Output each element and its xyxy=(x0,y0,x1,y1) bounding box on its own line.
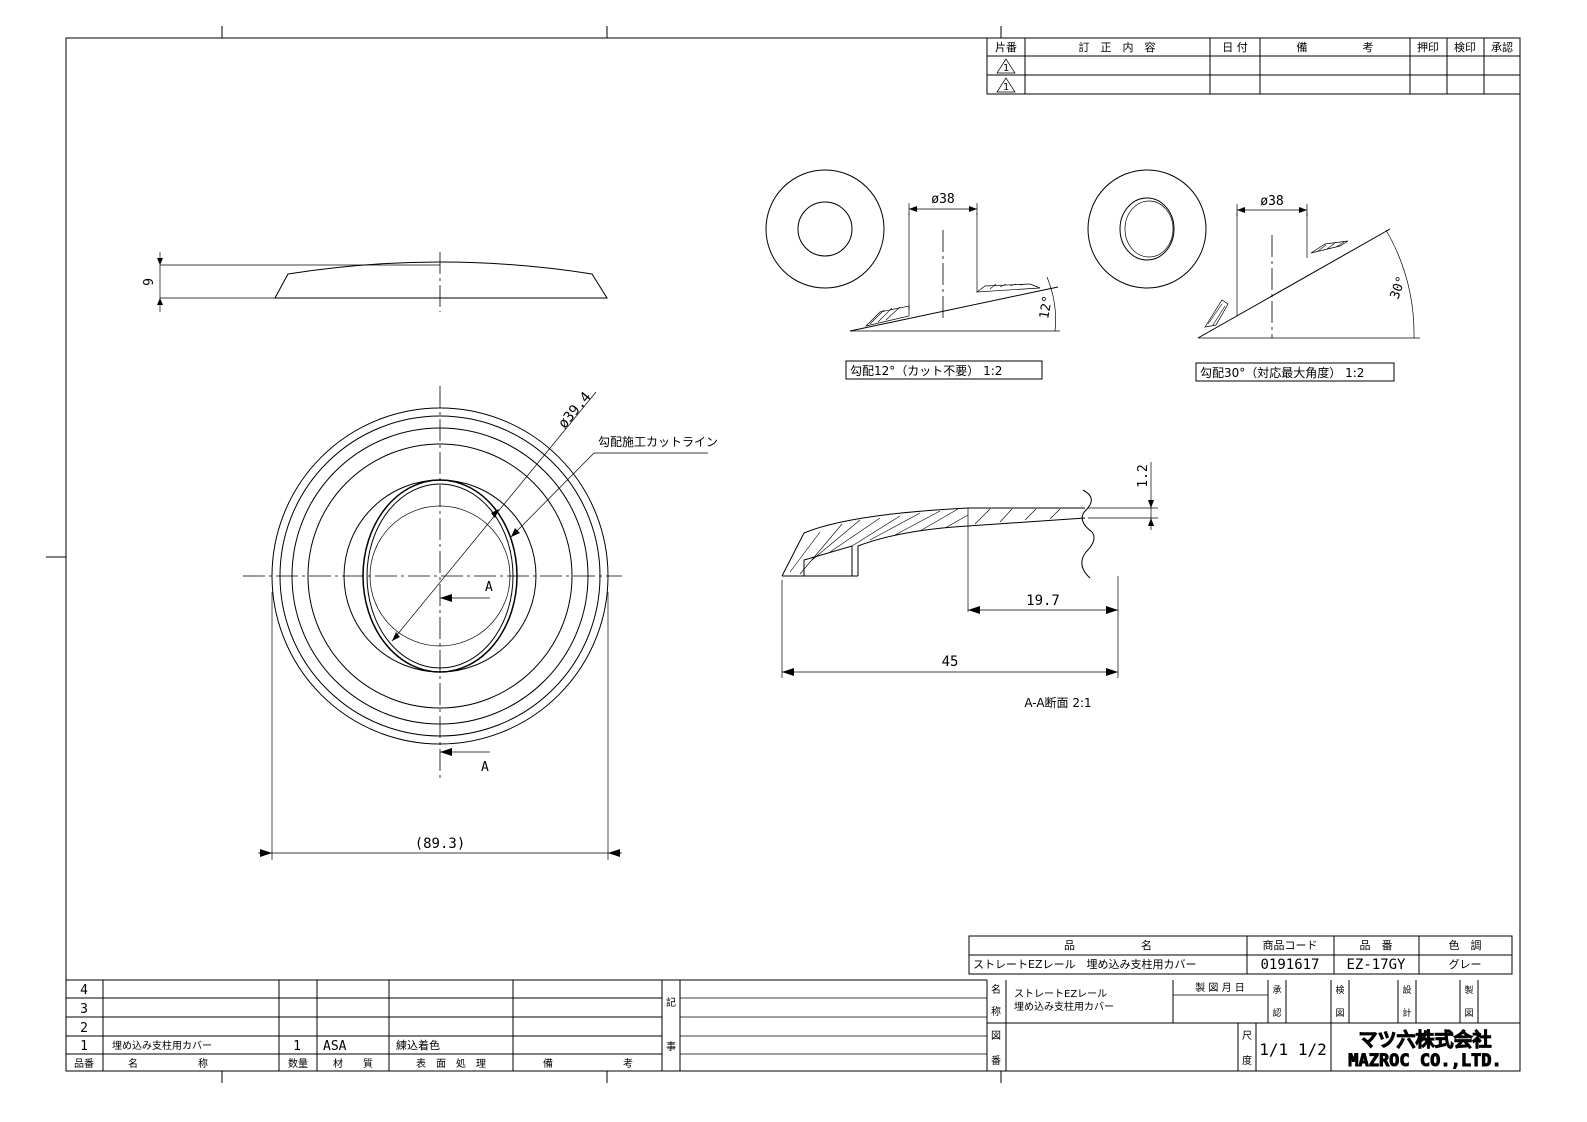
side-view: 9 xyxy=(142,252,607,312)
parts-header-name: 名 称 xyxy=(128,1057,208,1070)
section-caption: A-A断面 2:1 xyxy=(1024,695,1091,710)
slope-12-view: ø38 12° 勾配12°（カット不要） 1:2 xyxy=(766,170,1060,379)
row-number-2: 2 xyxy=(80,1021,88,1036)
product-title-block: 品 名 商品コード 品 番 色 調 ストレートEZレール 埋め込み支柱用カバー … xyxy=(969,936,1512,974)
info-label-zu: 図 xyxy=(991,1030,1001,1042)
revision-triangle-icon xyxy=(997,78,1015,92)
title-header-code: 商品コード xyxy=(1263,938,1318,952)
company-name-en: MAZROC CO.,LTD. xyxy=(1348,1051,1502,1071)
section-mark-top: A xyxy=(485,580,493,595)
slope12-angle: 12° xyxy=(1037,295,1056,321)
parts-header-qty: 数量 xyxy=(288,1057,308,1070)
notes-label-ki: 記 xyxy=(666,996,676,1009)
design-label-2: 計 xyxy=(1402,1007,1411,1019)
revision-triangle-icon xyxy=(997,59,1015,73)
section-mark-bottom: A xyxy=(481,760,489,775)
part-1-qty: 1 xyxy=(293,1039,301,1054)
parts-header-finish: 表 面 処 理 xyxy=(416,1057,486,1070)
part-1-name: 埋め込み支柱用カバー xyxy=(112,1039,212,1052)
side-height-dim: 9 xyxy=(142,278,157,286)
scale-value: 1/1 1/2 xyxy=(1259,1040,1326,1059)
check-label-2: 図 xyxy=(1335,1008,1344,1019)
product-color: グレー xyxy=(1449,957,1482,971)
slope12-caption: 勾配12°（カット不要） 1:2 xyxy=(850,364,1002,378)
slope30-angle: 30° xyxy=(1388,274,1410,301)
parts-header-no: 品番 xyxy=(74,1058,94,1070)
row-number-4: 4 xyxy=(80,983,88,998)
title-header-part: 品 番 xyxy=(1360,939,1393,952)
slope30-pipe-dia: ø38 xyxy=(1260,194,1283,209)
section-inner-dim: 19.7 xyxy=(1026,593,1060,609)
parts-list: 4 3 2 1 埋め込み支柱用カバー 1 ASA 練込着色 品番 名 称 数量 … xyxy=(66,980,987,1071)
company-name-jp: マツ六株式会社 xyxy=(1358,1028,1491,1051)
check-label-1: 検 xyxy=(1335,984,1344,996)
section-thickness-dim: 1.2 xyxy=(1136,464,1151,487)
product-code: 0191617 xyxy=(1260,957,1319,973)
outer-diameter-dim: ø39.4 xyxy=(555,389,594,432)
revision-table: 片番 訂 正 内 容 日 付 備 考 押印 検印 承認 1 1 xyxy=(987,38,1520,94)
rev-header-check: 検印 xyxy=(1454,40,1476,54)
parts-header-material: 材 質 xyxy=(333,1057,373,1070)
revision-mark-1: 1 xyxy=(1003,63,1009,74)
row-number-1: 1 xyxy=(80,1039,88,1054)
drawing-name-line1: ストレートEZレール xyxy=(1014,989,1107,1000)
rev-header-approve: 承認 xyxy=(1491,40,1513,54)
title-header-color: 色 調 xyxy=(1449,938,1482,952)
approve-label-1: 承 xyxy=(1272,985,1281,996)
front-view: ø39.4 勾配施工カットライン A A (89.3) xyxy=(243,386,718,860)
section-outer-dim: 45 xyxy=(942,654,959,670)
drawing-info-block: 名 称 ストレートEZレール 埋め込み支柱用カバー 製 図 月 日 承 認 検 … xyxy=(987,980,1520,1072)
draft-label-2: 図 xyxy=(1464,1008,1473,1019)
product-name: ストレートEZレール 埋め込み支柱用カバー xyxy=(973,957,1197,971)
info-label-sho: 称 xyxy=(991,1005,1001,1018)
slope12-pipe-dia: ø38 xyxy=(931,192,954,207)
cut-line-note: 勾配施工カットライン xyxy=(598,435,718,449)
rev-header-remarks: 備 考 xyxy=(1297,41,1374,54)
slope-30-view: ø38 30° 勾配30°（対応最大角度） 1:2 xyxy=(1088,170,1420,381)
revision-mark-2: 1 xyxy=(1003,82,1009,93)
approve-label-2: 認 xyxy=(1272,1007,1281,1019)
row-number-3: 3 xyxy=(80,1002,88,1017)
part-number: EZ-17GY xyxy=(1346,957,1406,973)
info-label-mei: 名 xyxy=(991,983,1001,996)
draft-label-1: 製 xyxy=(1464,984,1473,996)
slope30-caption: 勾配30°（対応最大角度） 1:2 xyxy=(1200,365,1364,380)
part-1-material: ASA xyxy=(323,1039,347,1054)
rev-header-no: 片番 xyxy=(995,41,1017,54)
design-label-1: 設 xyxy=(1402,984,1411,996)
title-header-name: 品 名 xyxy=(1064,938,1152,952)
info-label-ban: 番 xyxy=(991,1055,1001,1067)
part-1-finish: 練込着色 xyxy=(396,1038,440,1052)
scale-label-2: 度 xyxy=(1242,1054,1252,1067)
rev-header-content: 訂 正 内 容 xyxy=(1079,40,1156,54)
rev-header-seal: 押印 xyxy=(1417,40,1439,54)
rev-header-date: 日 付 xyxy=(1222,41,1248,54)
drawing-name-line2: 埋め込み支柱用カバー xyxy=(1014,1000,1114,1013)
sheet-frame xyxy=(46,26,1520,1083)
parts-header-remarks: 備 考 xyxy=(543,1057,633,1070)
overall-width-dim: (89.3) xyxy=(415,836,466,852)
drawing-date-label: 製 図 月 日 xyxy=(1195,981,1245,994)
notes-label-ji: 事 xyxy=(666,1040,676,1053)
section-a-a-view: 1.2 19.7 45 A-A断面 2:1 xyxy=(782,462,1158,710)
scale-label-1: 尺 xyxy=(1242,1030,1252,1042)
